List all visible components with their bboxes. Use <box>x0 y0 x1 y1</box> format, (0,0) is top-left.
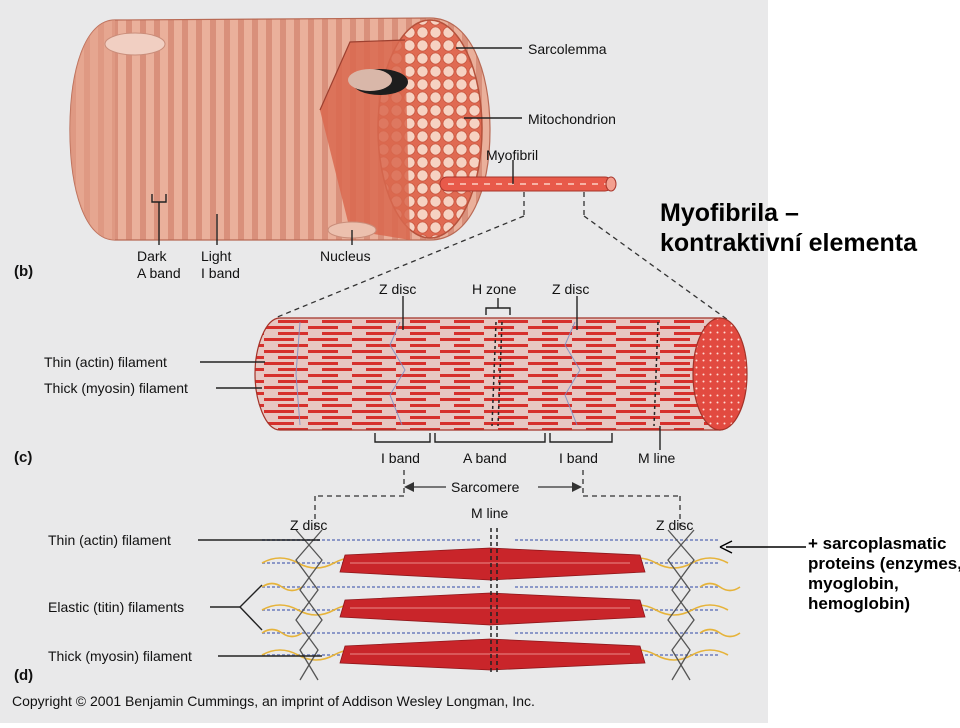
myofibril-cylinder <box>254 317 748 431</box>
sarcoplasmic-proteins-note: + sarcoplasmatic proteins (enzymes, myog… <box>808 534 960 614</box>
muscle-fiber <box>69 17 491 241</box>
label-a-band-c: A band <box>463 450 507 466</box>
label-thin-filament-c: Thin (actin) filament <box>44 354 167 370</box>
label-z-disc-left: Z disc <box>379 281 416 297</box>
label-i-band-left: I band <box>381 450 420 466</box>
note-line-2: proteins (enzymes, <box>808 554 960 573</box>
label-light-i-band: I band <box>201 265 240 281</box>
sarcomere-detail <box>261 528 741 681</box>
leader-lines-c <box>200 296 661 450</box>
label-dark-a-band: A band <box>137 265 181 281</box>
panel-label-c: (c) <box>14 449 32 466</box>
label-h-zone: H zone <box>472 281 517 297</box>
myofibril-strand <box>439 176 617 192</box>
note-arrow <box>719 540 806 554</box>
slide-title: Myofibrila – kontraktivní elementa <box>660 198 960 258</box>
note-line-4: hemoglobin) <box>808 594 910 613</box>
copyright-line: Copyright © 2001 Benjamin Cummings, an i… <box>12 693 535 709</box>
slide-title-line-1: Myofibrila – <box>660 199 799 227</box>
note-line-3: myoglobin, <box>808 574 899 593</box>
muscle-diagram: Sarcolemma Mitochondrion Myofibril Dark … <box>12 17 748 709</box>
label-z-disc-right: Z disc <box>552 281 589 297</box>
label-z-disc-d-right: Z disc <box>656 517 693 533</box>
panel-label-d: (d) <box>14 667 33 684</box>
leader-lines-d <box>198 539 322 657</box>
slide-title-line-2: kontraktivní elementa <box>660 229 918 257</box>
muscle-structure-figure: Sarcolemma Mitochondrion Myofibril Dark … <box>0 0 768 723</box>
label-nucleus: Nucleus <box>320 248 371 264</box>
label-z-disc-d-left: Z disc <box>290 517 327 533</box>
label-thick-filament-d: Thick (myosin) filament <box>48 648 192 664</box>
label-myofibril: Myofibril <box>486 147 538 163</box>
label-sarcolemma: Sarcolemma <box>528 41 607 57</box>
note-line-1: + sarcoplasmatic <box>808 534 947 553</box>
zoom-lines <box>274 192 729 321</box>
label-i-band-right: I band <box>559 450 598 466</box>
panel-label-b: (b) <box>14 263 33 280</box>
label-m-line-d: M line <box>471 505 509 521</box>
label-thin-filament-d: Thin (actin) filament <box>48 532 171 548</box>
label-light: Light <box>201 248 231 264</box>
labels: Sarcolemma Mitochondrion Myofibril Dark … <box>12 41 693 709</box>
label-elastic-filaments: Elastic (titin) filaments <box>48 599 184 615</box>
label-m-line-c: M line <box>638 450 676 466</box>
label-dark: Dark <box>137 248 168 264</box>
leader-lines-b <box>151 47 522 245</box>
label-sarcomere: Sarcomere <box>451 479 520 495</box>
sarcomere-span <box>314 470 681 530</box>
label-thick-filament-c: Thick (myosin) filament <box>44 380 188 396</box>
label-mitochondrion: Mitochondrion <box>528 111 616 127</box>
